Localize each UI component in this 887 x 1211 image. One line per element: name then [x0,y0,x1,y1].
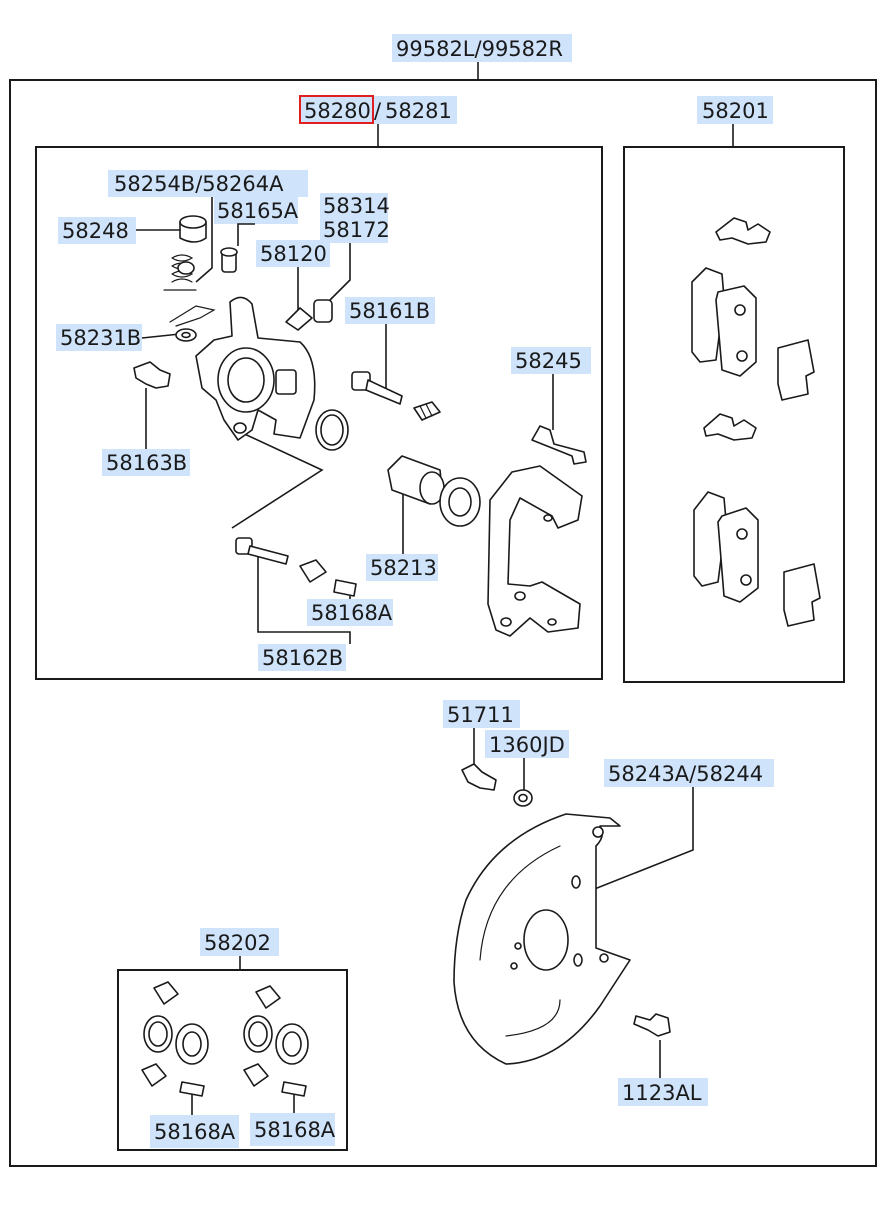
caliper-o-ring-part [315,409,349,451]
part-58120-part [285,307,313,331]
piston-seal-part [439,477,481,527]
outer-frame [9,79,877,1167]
carrier-bracket-part [487,465,583,637]
boot-b-part [299,559,357,597]
label-seal-kit[interactable]: 58202 [204,931,271,955]
label-guide-pin-b[interactable]: 58162B [262,646,343,670]
label-bolt-51711[interactable]: 51711 [447,703,514,727]
guide-pin-a-part [351,371,403,405]
bolt-51711-part [461,763,497,791]
brake-pad-lower-part [693,491,759,603]
pad-kit-frame [623,146,845,683]
label-shim-spring[interactable]: 58245 [515,349,582,373]
washer-part [175,328,197,342]
piston-part [387,455,445,505]
leader-lines [136,62,734,1115]
caliper-body-part [195,296,316,441]
part-58314-part [313,299,333,323]
label-bleeder-screw[interactable]: 58165A [217,199,299,223]
dust-cover-part [453,813,631,1065]
label-boot-a[interactable]: 58168A [311,601,393,625]
label-caliper-main[interactable]: 58280 [304,99,371,123]
label-assembly[interactable]: 99582L/99582R [396,37,563,61]
bleeder-cap-part [179,215,207,243]
label-bleeder-cap[interactable]: 58248 [62,219,129,243]
bolt-1123al-part [633,1013,671,1037]
seal-kit-frame [117,969,348,1151]
label-part-58120[interactable]: 58120 [260,242,327,266]
pad-clip-lower-part [703,413,757,441]
bleeder-screw-part [220,247,238,273]
label-part-58172[interactable]: 58172 [323,218,390,242]
label-washer[interactable]: 58231B [60,326,141,350]
bolt-58163b-part [133,361,171,389]
seal-kit-parts [141,981,309,1097]
label-part-58314[interactable]: 58314 [323,194,390,218]
pad-shim-upper-part [777,339,815,401]
pad-shim-lower-part [783,563,821,627]
brake-pad-upper-part [691,267,757,377]
selected-part-highlight [299,95,374,124]
boot-a-part [413,401,441,421]
label-spring-guide[interactable]: 58254B/58264A [114,172,284,196]
label-pad-kit[interactable]: 58201 [702,99,769,123]
label-guide-pin-a[interactable]: 58161B [349,299,430,323]
pad-clip-upper-part [715,217,771,245]
nut-1360jd-part [513,789,533,807]
label-bolt-58163b[interactable]: 58163B [106,451,187,475]
shim-spring-part [531,425,587,465]
label-bolt-1123al[interactable]: 1123AL [622,1081,702,1105]
label-caliper-separator: / [374,99,382,123]
label-dust-cover[interactable]: 58243A/58244 [608,762,763,786]
clip-part [169,305,216,327]
label-nut-1360jd[interactable]: 1360JD [489,733,565,757]
label-seal-kit-boot-right[interactable]: 58168A [254,1118,336,1142]
label-piston[interactable]: 58213 [370,556,437,580]
caliper-frame [35,146,603,680]
label-caliper-alt[interactable]: 58281 [385,99,452,123]
label-seal-kit-boot-left[interactable]: 58168A [154,1120,236,1144]
guide-pin-b-part [235,537,289,565]
spring-part [163,254,197,291]
